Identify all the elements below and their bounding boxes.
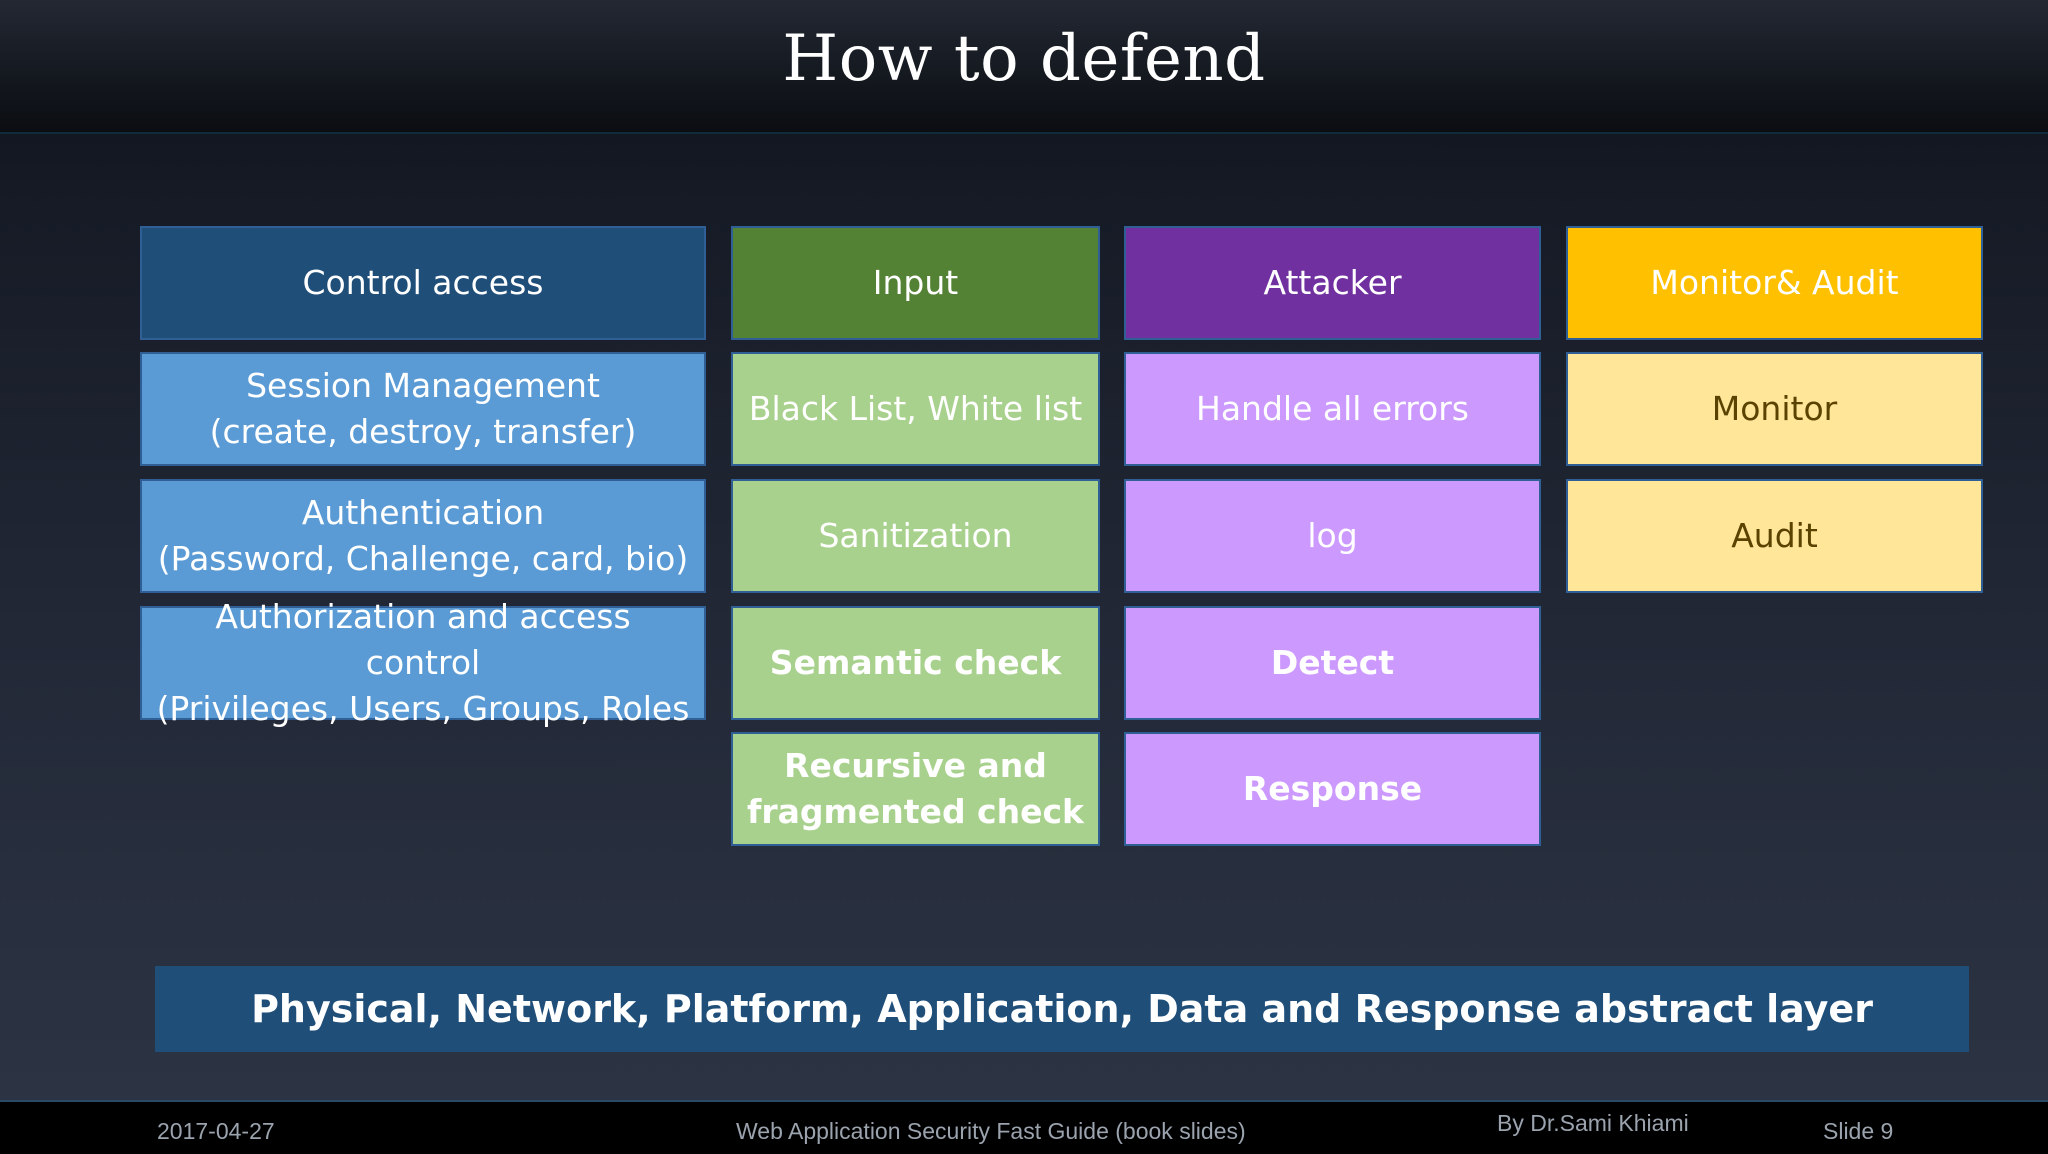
monitor-audit-header: Monitor& Audit <box>1566 226 1983 340</box>
log-label: log <box>1307 516 1358 555</box>
response-box: Response <box>1124 732 1541 846</box>
recursive-check-line2: fragmented check <box>747 792 1084 831</box>
authentication-line2: (Password, Challenge, card, bio) <box>157 539 689 578</box>
black-white-list-label: Black List, White list <box>748 389 1083 428</box>
session-management-line1: Session Management <box>246 366 600 405</box>
authentication-line1: Authentication <box>301 493 545 532</box>
footer-author: By Dr.Sami Khiami <box>1497 1110 1689 1136</box>
title-bar: How to defend <box>0 0 2048 134</box>
input-header: Input <box>731 226 1100 340</box>
semantic-check-box: Semantic check <box>731 606 1100 720</box>
recursive-check-box: Recursive and fragmented check <box>731 732 1100 846</box>
black-white-list-box: Black List, White list <box>731 352 1100 466</box>
footer-date: 2017-04-27 <box>157 1118 275 1144</box>
monitor-audit-header-label: Monitor& Audit <box>1650 263 1899 302</box>
footer-course: Web Application Security Fast Guide (boo… <box>736 1118 1246 1144</box>
session-management-line2: (create, destroy, transfer) <box>209 412 637 451</box>
authorization-line2: (Privileges, Users, Groups, Roles <box>156 689 690 728</box>
abstract-layer-label: Physical, Network, Platform, Application… <box>251 987 1873 1031</box>
detect-label: Detect <box>1270 643 1395 682</box>
sanitization-label: Sanitization <box>818 516 1013 555</box>
control-access-header-label: Control access <box>302 263 544 302</box>
response-label: Response <box>1242 769 1423 808</box>
semantic-check-label: Semantic check <box>769 643 1062 682</box>
abstract-layer-bar: Physical, Network, Platform, Application… <box>155 966 1969 1052</box>
session-management-box: Session Management (create, destroy, tra… <box>140 352 706 466</box>
authorization-line1: Authorization and access control <box>215 597 631 682</box>
control-access-header: Control access <box>140 226 706 340</box>
monitor-box: Monitor <box>1566 352 1983 466</box>
sanitization-box: Sanitization <box>731 479 1100 593</box>
slide-title: How to defend <box>782 22 1266 96</box>
recursive-check-line1: Recursive and <box>784 746 1047 785</box>
detect-box: Detect <box>1124 606 1541 720</box>
footer-slide-number: Slide 9 <box>1823 1118 1894 1144</box>
attacker-header-label: Attacker <box>1263 263 1402 302</box>
authorization-box: Authorization and access control (Privil… <box>140 597 706 728</box>
handle-errors-box: Handle all errors <box>1124 352 1541 466</box>
log-box: log <box>1124 479 1541 593</box>
handle-errors-label: Handle all errors <box>1196 389 1469 428</box>
monitor-label: Monitor <box>1711 389 1838 428</box>
authentication-box: Authentication (Password, Challenge, car… <box>140 479 706 593</box>
input-header-label: Input <box>872 263 959 302</box>
attacker-header: Attacker <box>1124 226 1541 340</box>
slide-footer: 2017-04-27 Web Application Security Fast… <box>0 1100 2048 1154</box>
audit-label: Audit <box>1731 516 1818 555</box>
audit-box: Audit <box>1566 479 1983 593</box>
